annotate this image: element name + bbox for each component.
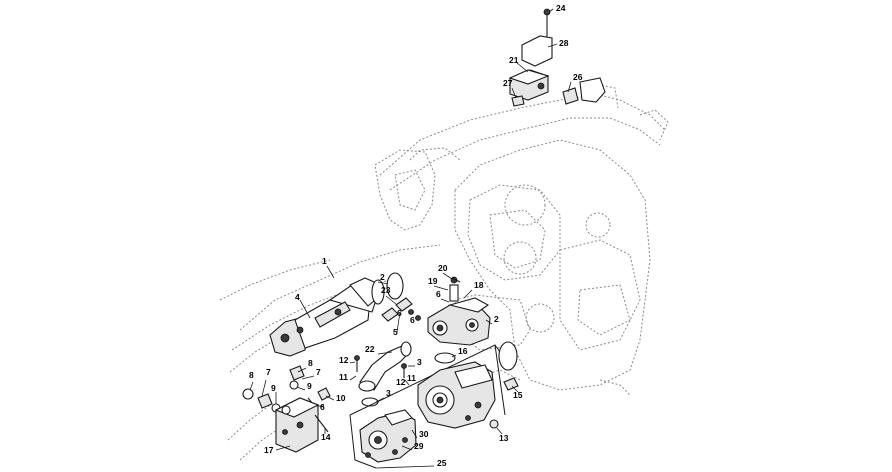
small-fittings-left bbox=[242, 365, 331, 413]
bolts-11-12 bbox=[354, 355, 407, 378]
hydraulic-pump-left bbox=[269, 277, 385, 357]
elbow-pipe-22 bbox=[358, 341, 412, 392]
callout-label: 15 bbox=[513, 390, 523, 400]
callout-label: 3 bbox=[386, 388, 391, 398]
callout-label: 13 bbox=[499, 433, 509, 443]
callout-label: 20 bbox=[438, 263, 448, 273]
callout-label: 7 bbox=[316, 367, 321, 377]
callout-label: 25 bbox=[437, 458, 447, 468]
plug-13 bbox=[489, 419, 499, 429]
callout-label: 16 bbox=[458, 346, 468, 356]
callout-label: 2 bbox=[494, 314, 499, 324]
callout-label: 29 bbox=[414, 441, 424, 451]
callout-label: 2 bbox=[380, 272, 385, 282]
callout-label: 23 bbox=[381, 285, 391, 295]
callout-label: 28 bbox=[559, 38, 569, 48]
callout-label: 30 bbox=[419, 429, 429, 439]
o-ring-2 bbox=[386, 272, 404, 300]
callout-label: 11 bbox=[407, 373, 416, 383]
callout-label: 14 bbox=[321, 432, 331, 442]
fittings-5 bbox=[381, 297, 421, 322]
callout-label: 3 bbox=[417, 357, 422, 367]
leader-lines bbox=[249, 8, 572, 469]
callout-label: 6 bbox=[410, 315, 415, 325]
callout-label: 1 bbox=[322, 256, 327, 266]
callout-label: 21 bbox=[509, 55, 519, 65]
callout-label: 6 bbox=[397, 308, 402, 318]
bolt-20 bbox=[451, 277, 461, 283]
callout-label: 6 bbox=[436, 289, 441, 299]
valve-block-17 bbox=[274, 397, 320, 453]
valve-block-18 bbox=[427, 276, 491, 346]
callout-label: 24 bbox=[556, 3, 566, 13]
o-ring-2b bbox=[498, 341, 518, 371]
callout-label: 7 bbox=[266, 367, 271, 377]
callout-label: 12 bbox=[396, 377, 406, 387]
callout-label: 8 bbox=[249, 370, 254, 380]
callout-label: 11 bbox=[339, 372, 348, 382]
callout-label: 12 bbox=[339, 355, 349, 365]
callout-label: 9 bbox=[271, 383, 276, 393]
callout-label: 26 bbox=[573, 72, 583, 82]
o-ring-16 bbox=[434, 352, 456, 364]
fitting-15 bbox=[503, 377, 519, 391]
callout-label: 5 bbox=[393, 327, 398, 337]
callout-label: 22 bbox=[365, 344, 375, 354]
callout-label: 17 bbox=[264, 445, 274, 455]
bolt-14 bbox=[314, 414, 329, 433]
callout-label: 18 bbox=[474, 280, 484, 290]
callout-label: 10 bbox=[336, 393, 346, 403]
callout-label: 9 bbox=[307, 381, 312, 391]
callout-label: 19 bbox=[428, 276, 438, 286]
callout-label: 8 bbox=[308, 358, 313, 368]
callout-label: 27 bbox=[503, 78, 513, 88]
callout-label: 6 bbox=[320, 402, 325, 412]
top-bracket-assembly bbox=[508, 8, 606, 107]
pump-assembly-25 bbox=[349, 344, 506, 469]
callout-label: 4 bbox=[295, 292, 300, 302]
